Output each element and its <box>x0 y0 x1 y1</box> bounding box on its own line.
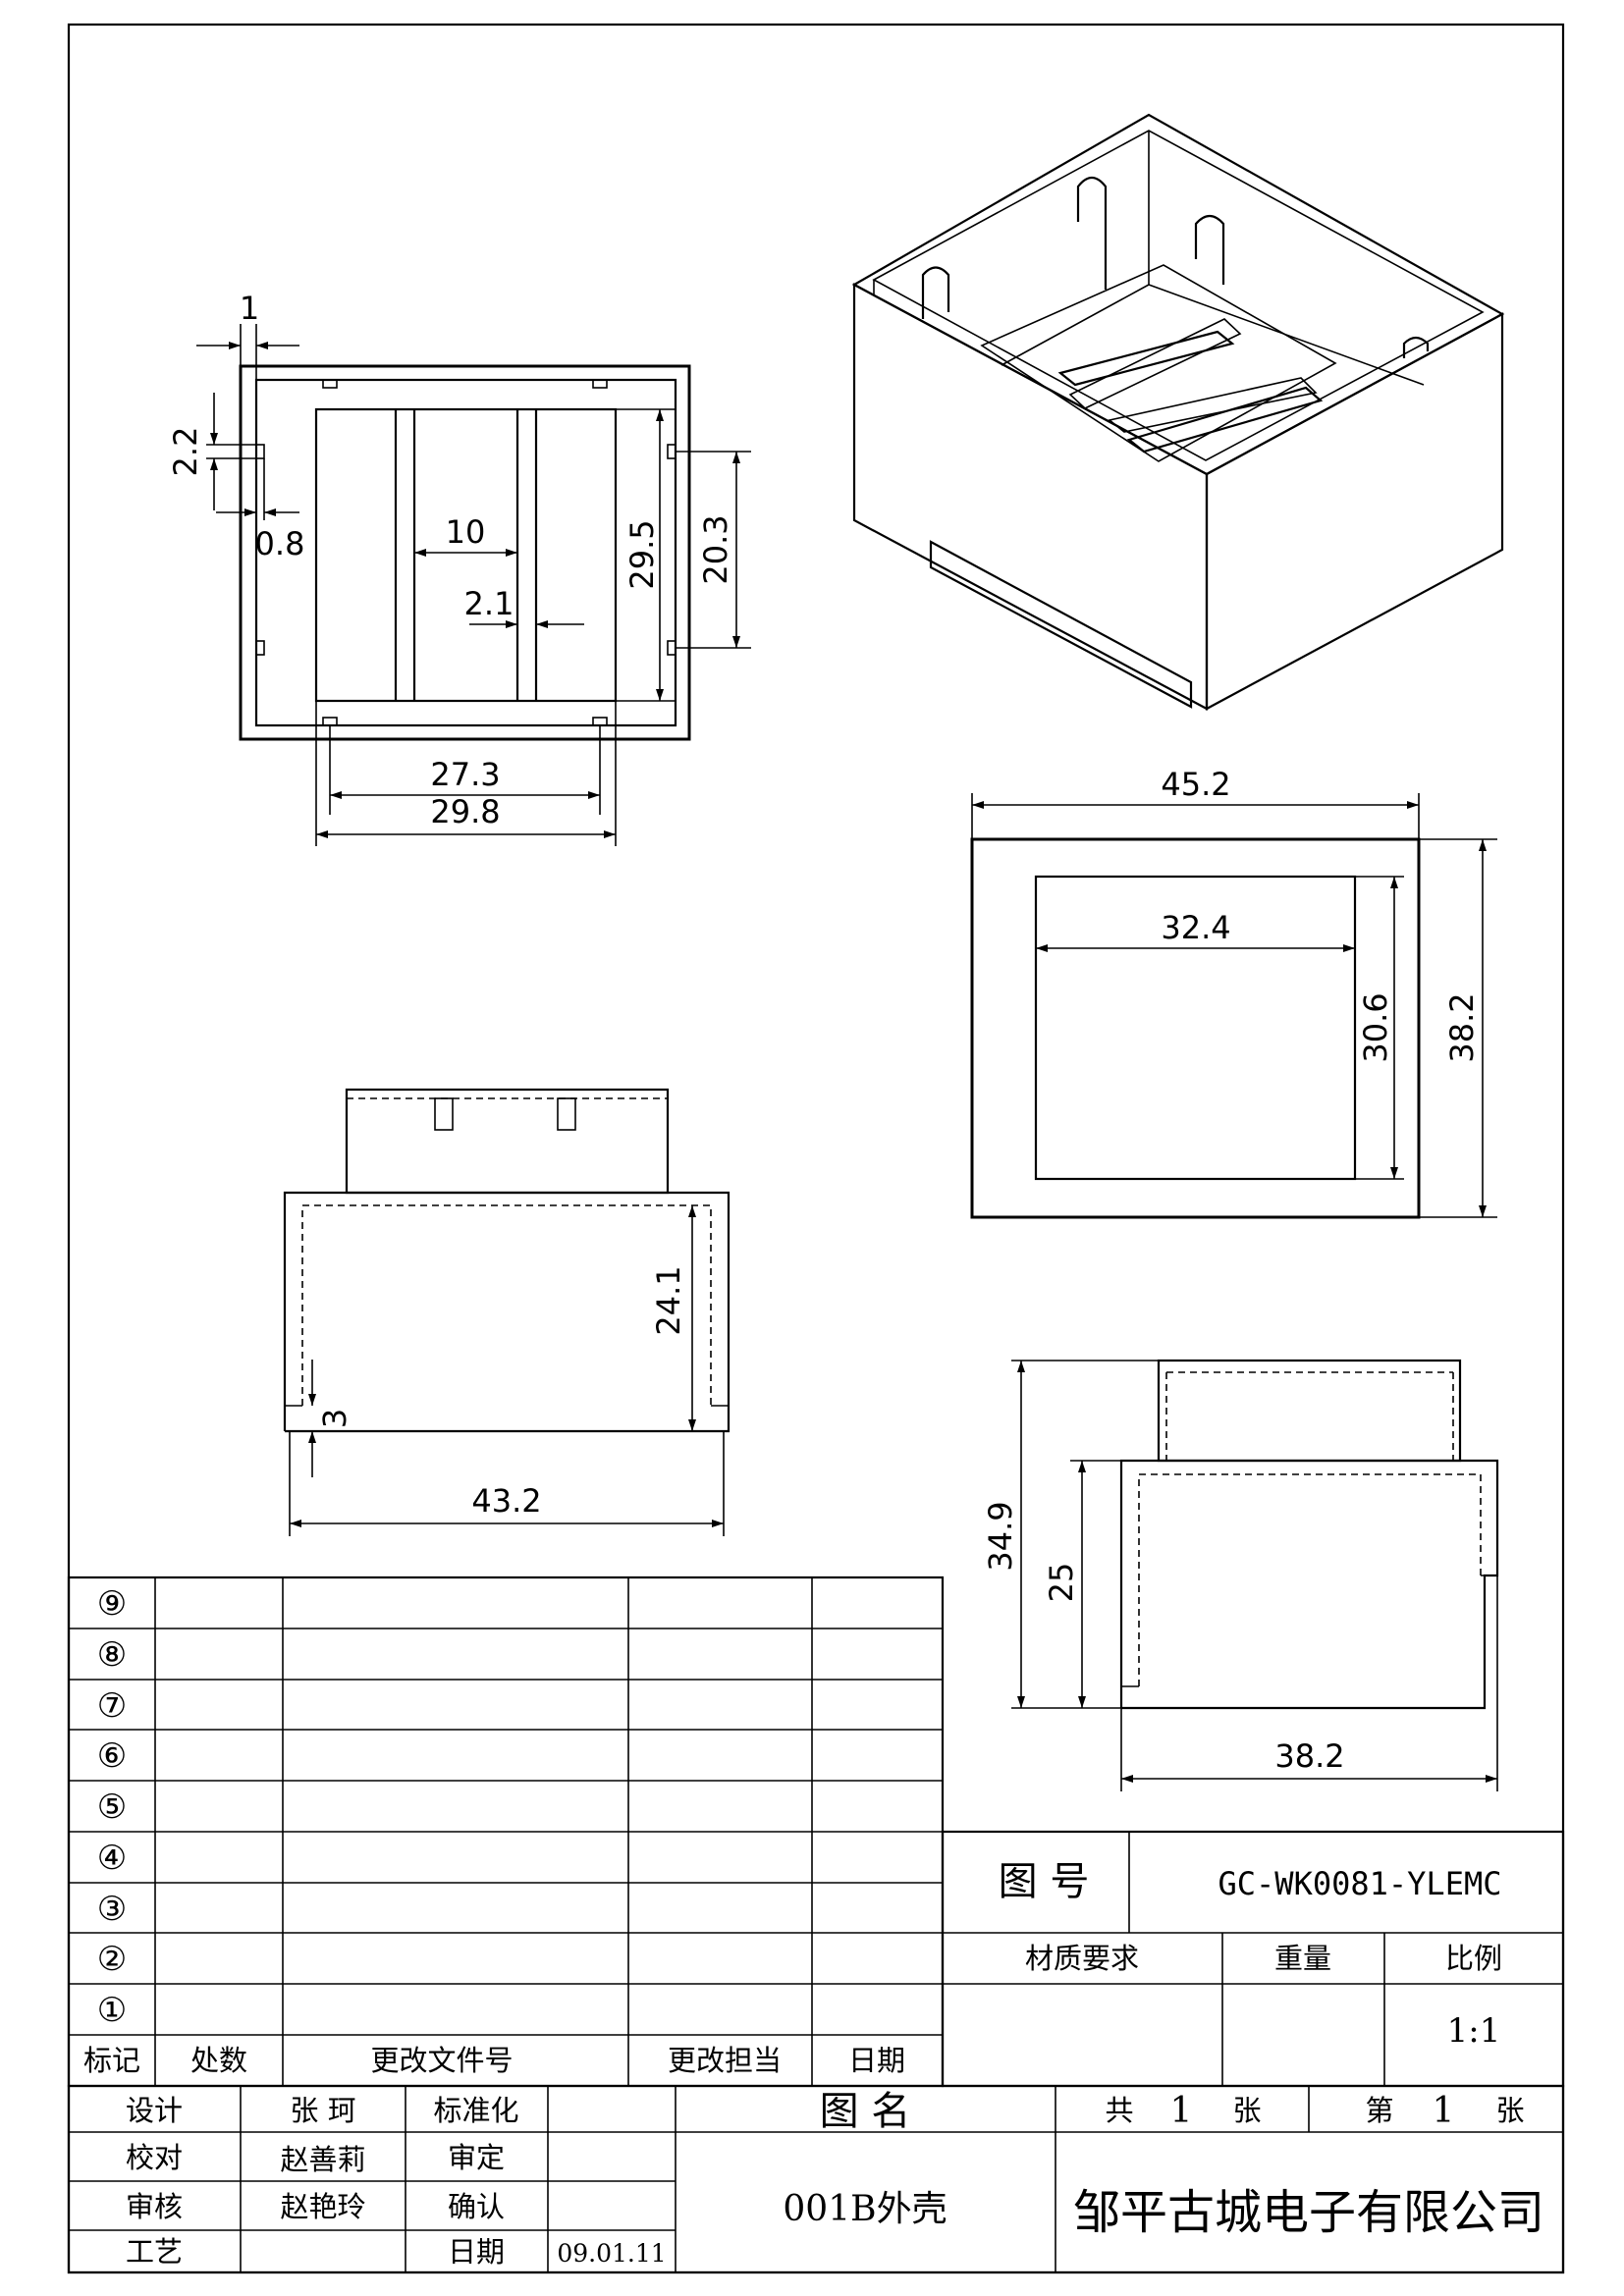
rev-row-9: ⑨ <box>97 1584 127 1624</box>
review-label: 审定 <box>448 2141 505 2174</box>
company-name: 邹平古城电子有限公司 <box>1073 2185 1544 2240</box>
total-label-a: 共 <box>1105 2094 1133 2127</box>
dim-opening-height: 30.6 <box>1357 992 1394 1062</box>
dim-front-width: 43.2 <box>471 1482 541 1520</box>
sheet-label-a: 第 <box>1365 2094 1393 2127</box>
drawing-name: 001B外壳 <box>783 2189 947 2229</box>
rev-row-7: ⑦ <box>97 1686 127 1726</box>
standard-label: 标准化 <box>433 2094 518 2127</box>
dim-side-width: 38.2 <box>1274 1737 1344 1775</box>
scale-value: 1:1 <box>1447 2011 1501 2051</box>
dim-slot-width: 0.8 <box>255 525 305 562</box>
dim-inner-width-2: 29.8 <box>430 793 500 830</box>
dim-outer-height: 38.2 <box>1443 992 1481 1062</box>
side-view: 34.9 25 38.2 <box>982 1359 1499 1791</box>
date-value: 09.01.11 <box>557 2239 666 2268</box>
rev-header-doc: 更改文件号 <box>370 2044 513 2077</box>
title-block-bottom: 设计 张 珂 标准化 校对 赵善莉 审定 审核 赵艳玲 确认 工艺 日期 09.… <box>67 2084 1565 2274</box>
audit-label: 审核 <box>126 2190 183 2223</box>
title-block-right: 图 号 GC-WK0081-YLEMC 材质要求 重量 比例 1:1 <box>941 1830 1565 2088</box>
total-count: 1 <box>1170 2091 1193 2131</box>
sheet-label-b: 张 <box>1495 2094 1524 2127</box>
dim-inner-height: 29.5 <box>623 519 661 589</box>
date-label: 日期 <box>448 2235 505 2269</box>
rev-header-count: 处数 <box>190 2044 247 2077</box>
top-view: 1 2.2 0.8 10 2.1 29.5 20.3 27. <box>167 290 751 846</box>
design-label: 设计 <box>126 2094 183 2127</box>
total-label-b: 张 <box>1232 2094 1261 2127</box>
dim-post-span: 20.3 <box>697 514 734 584</box>
dim-side-body-height: 25 <box>1043 1563 1080 1603</box>
dim-rib-width: 2.1 <box>464 585 514 622</box>
dim-outer-width: 45.2 <box>1161 766 1230 803</box>
dim-opening-width: 32.4 <box>1161 909 1230 946</box>
rev-row-8: ⑧ <box>97 1635 127 1675</box>
audit-name: 赵艳玲 <box>280 2190 365 2223</box>
check-name: 赵善莉 <box>280 2143 365 2176</box>
dim-wall: 1 <box>240 290 259 327</box>
dim-front-step: 3 <box>316 1409 353 1428</box>
rev-header-owner: 更改担当 <box>668 2044 782 2077</box>
rev-row-3: ③ <box>97 1890 127 1929</box>
dim-side-total-height: 34.9 <box>982 1501 1019 1571</box>
rev-header-date: 日期 <box>848 2044 905 2077</box>
isometric-view <box>851 113 1505 711</box>
scale-label: 比例 <box>1445 1942 1502 1975</box>
drawing-number: GC-WK0081-YLEMC <box>1218 1865 1502 1902</box>
rev-header-mark: 标记 <box>83 2044 140 2077</box>
drawing-name-label: 图 名 <box>820 2089 911 2134</box>
process-label: 工艺 <box>126 2235 183 2269</box>
rev-row-6: ⑥ <box>97 1736 127 1776</box>
dim-inner-width-1: 27.3 <box>430 756 500 793</box>
material-label: 材质要求 <box>1025 1942 1139 1975</box>
sheet-border <box>67 23 1565 2274</box>
rev-row-5: ⑤ <box>97 1788 127 1827</box>
confirm-label: 确认 <box>448 2190 505 2223</box>
bottom-view: 45.2 32.4 30.6 38.2 <box>970 766 1497 1219</box>
rev-row-1: ① <box>97 1991 127 2030</box>
drawing-number-label: 图 号 <box>999 1859 1090 1904</box>
rev-row-4: ④ <box>97 1839 127 1878</box>
weight-label: 重量 <box>1274 1942 1331 1975</box>
dim-front-body-height: 24.1 <box>650 1265 687 1335</box>
check-label: 校对 <box>126 2141 183 2174</box>
sheet-number: 1 <box>1433 2091 1455 2131</box>
rev-row-2: ② <box>97 1940 127 1979</box>
design-name: 张 珂 <box>290 2094 355 2127</box>
revision-table: ⑨ ⑧ ⑦ ⑥ ⑤ ④ ③ ② ① 标记 处数 更改文件号 更改担当 日期 <box>67 1575 945 2088</box>
dim-slot-height: 2.2 <box>167 427 204 477</box>
dim-rib-gap: 10 <box>446 513 486 551</box>
front-view: 24.1 3 43.2 <box>283 1088 731 1536</box>
